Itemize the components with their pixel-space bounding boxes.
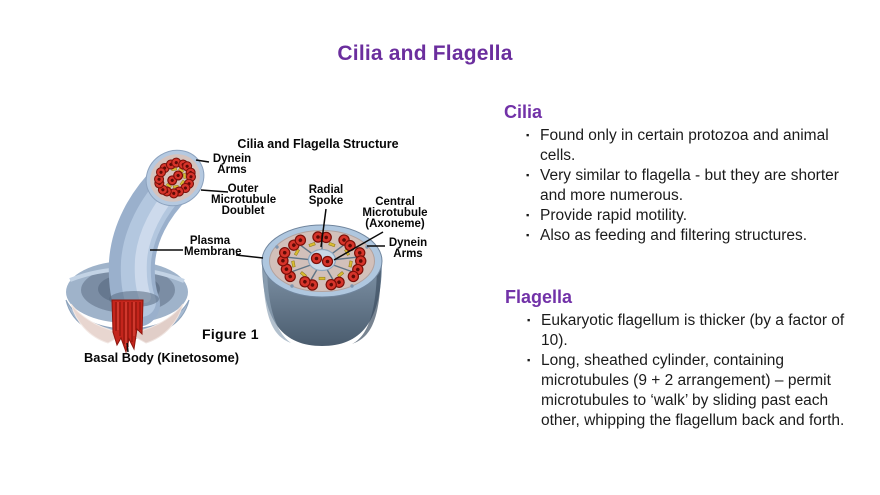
bullet-text: Provide rapid motility. bbox=[540, 207, 688, 224]
pointer-line-outer-doublet bbox=[200, 189, 229, 193]
list-item: ▪ Eukaryotic flagellum is thicker (by a … bbox=[505, 311, 857, 351]
basal-body-front bbox=[65, 299, 190, 354]
bullet-square-icon: ▪ bbox=[527, 355, 531, 366]
section-heading-cilia: Cilia bbox=[504, 102, 543, 122]
flagella-bullet-list: ▪ Eukaryotic flagellum is thicker (by a … bbox=[505, 311, 857, 431]
pointer-line-central-microtubule bbox=[333, 231, 384, 261]
section-heading-flagella: Flagella bbox=[505, 287, 573, 307]
bullet-square-icon: ▪ bbox=[526, 130, 530, 141]
pointer-line-radial-spoke bbox=[320, 208, 327, 248]
pointer-lines bbox=[126, 159, 385, 353]
bullet-text: Long, sheathed cylinder, containing micr… bbox=[541, 352, 845, 429]
label-plasma-membrane: Plasma Membrane bbox=[184, 235, 242, 258]
bullet-text: Also as feeding and filtering structures… bbox=[540, 227, 808, 244]
label-outer-microtubule-doublet: Outer Microtubule Doublet bbox=[211, 183, 277, 217]
diagram-title: Cilia and Flagella Structure bbox=[237, 137, 399, 151]
cilia-bullet-list: ▪ Found only in certain protozoa and ani… bbox=[504, 126, 856, 246]
pointer-line-plasma-right bbox=[235, 254, 264, 259]
bullet-text: Eukaryotic flagellum is thicker (by a fa… bbox=[541, 312, 845, 349]
cilia-flagella-illustration bbox=[65, 149, 385, 354]
bullet-square-icon: ▪ bbox=[527, 315, 531, 326]
pointer-line-dynein-left bbox=[195, 159, 210, 163]
basal-rootlet bbox=[111, 299, 144, 354]
label-radial-spoke: Radial Spoke bbox=[308, 184, 344, 207]
bullet-square-icon: ▪ bbox=[526, 170, 530, 181]
page-title: Cilia and Flagella bbox=[337, 42, 513, 65]
label-dynein-arms-right: Dynein Arms bbox=[388, 237, 428, 260]
section-cilia: Cilia ▪ Found only in certain protozoa a… bbox=[504, 101, 856, 246]
list-item: ▪ Very similar to flagella - but they ar… bbox=[504, 166, 856, 206]
bullet-square-icon: ▪ bbox=[526, 230, 530, 241]
bullet-square-icon: ▪ bbox=[526, 210, 530, 221]
label-central-microtubule: Central Microtubule (Axoneme) bbox=[362, 196, 428, 230]
list-item: ▪ Also as feeding and filtering structur… bbox=[504, 226, 856, 246]
section-flagella: Flagella ▪ Eukaryotic flagellum is thick… bbox=[505, 286, 857, 431]
label-basal-body: Basal Body (Kinetosome) bbox=[84, 350, 240, 365]
figure-caption: Figure 1 bbox=[202, 326, 259, 342]
cilium-tip-cross-section bbox=[145, 149, 205, 207]
pointer-line-basal-body bbox=[126, 342, 129, 353]
bullet-text: Found only in certain protozoa and anima… bbox=[540, 127, 829, 164]
list-item: ▪ Found only in certain protozoa and ani… bbox=[504, 126, 856, 166]
bullet-text: Very similar to flagella - but they are … bbox=[540, 167, 839, 204]
list-item: ▪ Provide rapid motility. bbox=[504, 206, 856, 226]
axoneme-cylinder bbox=[261, 224, 383, 346]
list-item: ▪ Long, sheathed cylinder, containing mi… bbox=[505, 351, 857, 431]
label-dynein-arms-left: Dynein Arms bbox=[212, 153, 252, 176]
